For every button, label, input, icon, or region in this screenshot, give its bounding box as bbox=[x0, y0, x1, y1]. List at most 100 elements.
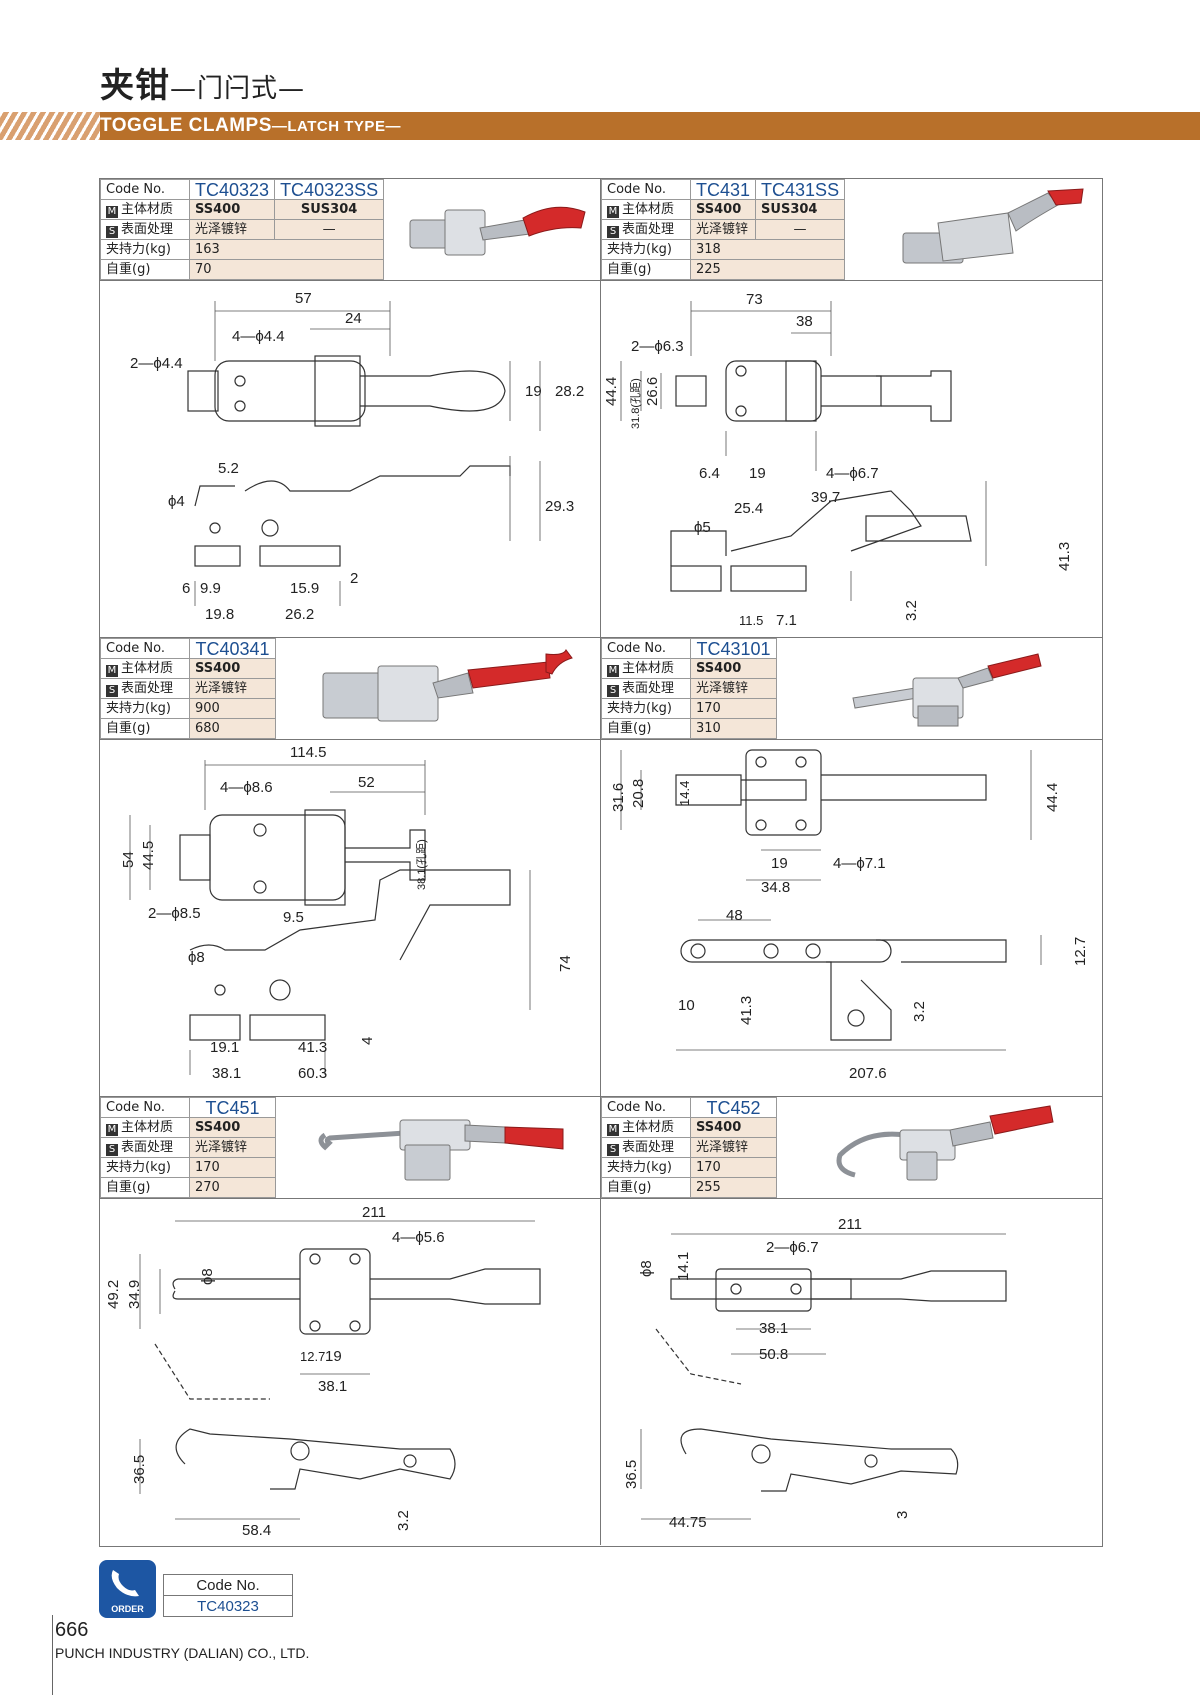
dim-label: 36.5 bbox=[131, 1455, 148, 1484]
weight-value: 680 bbox=[189, 718, 276, 739]
dim-label: 39.7 bbox=[811, 489, 840, 506]
product-photo-tc40323 bbox=[409, 206, 586, 256]
weight-label: 自重(g) bbox=[100, 1177, 190, 1198]
dim-label: 19 bbox=[325, 1348, 342, 1365]
dim-label: 14.4 bbox=[677, 781, 692, 806]
row-divider bbox=[99, 637, 1102, 638]
dim-label: 19 bbox=[525, 383, 542, 400]
dim-label: 10 bbox=[678, 997, 695, 1014]
surface-badge-icon: S bbox=[106, 684, 118, 697]
surface-value: 光泽镀锌 bbox=[188, 219, 276, 240]
surface-label: 表面处理 bbox=[622, 680, 675, 696]
weight-value: 255 bbox=[690, 1177, 777, 1198]
dim-label: 4 bbox=[359, 1037, 376, 1045]
dim-label: 31.8(孔距) bbox=[629, 378, 642, 429]
drawing-tc452: 211 2—ϕ6.7 ϕ8 14.1 38.1 50.8 36.5 44.75 … bbox=[623, 1216, 1007, 1531]
weight-value: 70 bbox=[188, 259, 385, 280]
dim-label: 48 bbox=[726, 907, 743, 924]
row-divider bbox=[99, 739, 1102, 740]
material-value: SS400 bbox=[189, 658, 276, 679]
material-label: 主体材质 bbox=[121, 660, 174, 676]
dim-label: 2 bbox=[350, 570, 358, 587]
company-name: PUNCH INDUSTRY (DALIAN) CO., LTD. bbox=[55, 1645, 310, 1661]
code-value: TC431 bbox=[689, 179, 757, 200]
dim-label: 14.1 bbox=[675, 1252, 692, 1281]
dim-label: 4—ϕ5.6 bbox=[392, 1229, 445, 1246]
dim-label: 52 bbox=[358, 774, 375, 791]
weight-value: 310 bbox=[690, 718, 777, 739]
dim-label: 19.1 bbox=[210, 1039, 239, 1056]
material-label: 主体材质 bbox=[622, 1119, 675, 1135]
force-label: 夹持力(kg) bbox=[100, 698, 190, 719]
material-badge-icon: M bbox=[607, 205, 619, 218]
force-label: 夹持力(kg) bbox=[100, 239, 190, 260]
dim-label: 44.4 bbox=[603, 377, 620, 406]
dim-label: 44.4 bbox=[1044, 783, 1061, 812]
material-badge-icon: M bbox=[106, 664, 118, 677]
surface-badge-icon: S bbox=[607, 225, 619, 238]
material-value: SS400 bbox=[188, 199, 276, 220]
material-value: SS400 bbox=[189, 1117, 276, 1138]
dim-label: 6 bbox=[182, 580, 190, 597]
order-code-value: TC40323 bbox=[163, 1595, 293, 1617]
drawing-tc451: 211 4—ϕ5.6 ϕ8 49.2 34.9 12.7 19 38.1 36.… bbox=[105, 1204, 541, 1539]
order-label: ORDER bbox=[111, 1604, 144, 1614]
dim-label: 31.6 bbox=[610, 783, 627, 812]
weight-label: 自重(g) bbox=[100, 259, 190, 280]
material-badge-icon: M bbox=[607, 1123, 619, 1136]
dim-label: 41.3 bbox=[1056, 542, 1073, 571]
dim-label: 36.5 bbox=[623, 1460, 640, 1489]
dim-label: 38.1 bbox=[318, 1378, 347, 1395]
surface-badge-icon: S bbox=[106, 225, 118, 238]
title-en-sub: —LATCH TYPE— bbox=[271, 118, 401, 135]
dim-label: 38.1(孔距) bbox=[415, 839, 428, 890]
order-code-table: Code No. TC40323 bbox=[163, 1574, 293, 1617]
product-photo-tc452 bbox=[836, 1105, 1054, 1181]
drawing-tc43101: 31.6 20.8 14.4 44.4 19 4—ϕ7.1 34.8 48 12… bbox=[610, 749, 1089, 1082]
dim-label: 20.8 bbox=[630, 779, 647, 808]
material-value: SUS304 bbox=[755, 199, 846, 220]
material-badge-icon: M bbox=[607, 664, 619, 677]
material-label: 主体材质 bbox=[121, 1119, 174, 1135]
dim-label: ϕ8 bbox=[638, 1260, 655, 1277]
code-value: TC451 bbox=[189, 1097, 276, 1118]
code-label: Code No. bbox=[601, 179, 691, 200]
dim-label: 3.2 bbox=[911, 1001, 928, 1022]
material-value: SS400 bbox=[689, 199, 757, 220]
dim-label: 74 bbox=[557, 955, 574, 972]
catalog-sheet bbox=[99, 178, 1103, 1547]
material-badge-icon: M bbox=[106, 1123, 118, 1136]
surface-label: 表面处理 bbox=[622, 221, 675, 237]
dim-label: 57 bbox=[295, 290, 312, 307]
code-value: TC43101 bbox=[690, 638, 777, 659]
dim-label: 41.3 bbox=[738, 996, 755, 1025]
dim-label: ϕ5 bbox=[694, 519, 711, 536]
code-label: Code No. bbox=[100, 638, 190, 659]
force-value: 163 bbox=[188, 239, 385, 260]
force-value: 900 bbox=[189, 698, 276, 719]
surface-label: 表面处理 bbox=[622, 1139, 675, 1155]
dim-label: 19.8 bbox=[205, 606, 234, 623]
force-label: 夹持力(kg) bbox=[601, 1157, 691, 1178]
order-icon: ORDER bbox=[99, 1560, 156, 1618]
drawing-tc40341: 114.5 4—ϕ8.6 52 54 44.5 38.1(孔距) 2—ϕ8.5 … bbox=[120, 744, 574, 1082]
weight-value: 270 bbox=[189, 1177, 276, 1198]
force-value: 170 bbox=[189, 1157, 276, 1178]
force-value: 170 bbox=[690, 1157, 777, 1178]
product-photo-tc431 bbox=[902, 188, 1084, 264]
dim-label: ϕ8 bbox=[199, 1268, 216, 1285]
dim-label: 44.5 bbox=[140, 841, 157, 870]
surface-label: 表面处理 bbox=[121, 221, 174, 237]
dim-label: 19 bbox=[749, 465, 766, 482]
surface-value: — bbox=[755, 219, 846, 240]
product-photo-tc40341 bbox=[322, 649, 573, 722]
weight-label: 自重(g) bbox=[601, 1177, 691, 1198]
dim-label: 38 bbox=[796, 313, 813, 330]
title-cn-sub: —门闩式— bbox=[170, 74, 306, 104]
surface-value: 光泽镀锌 bbox=[189, 678, 276, 699]
dim-label: 4—ϕ7.1 bbox=[833, 855, 886, 872]
dim-label: 12.7 bbox=[300, 1349, 325, 1364]
